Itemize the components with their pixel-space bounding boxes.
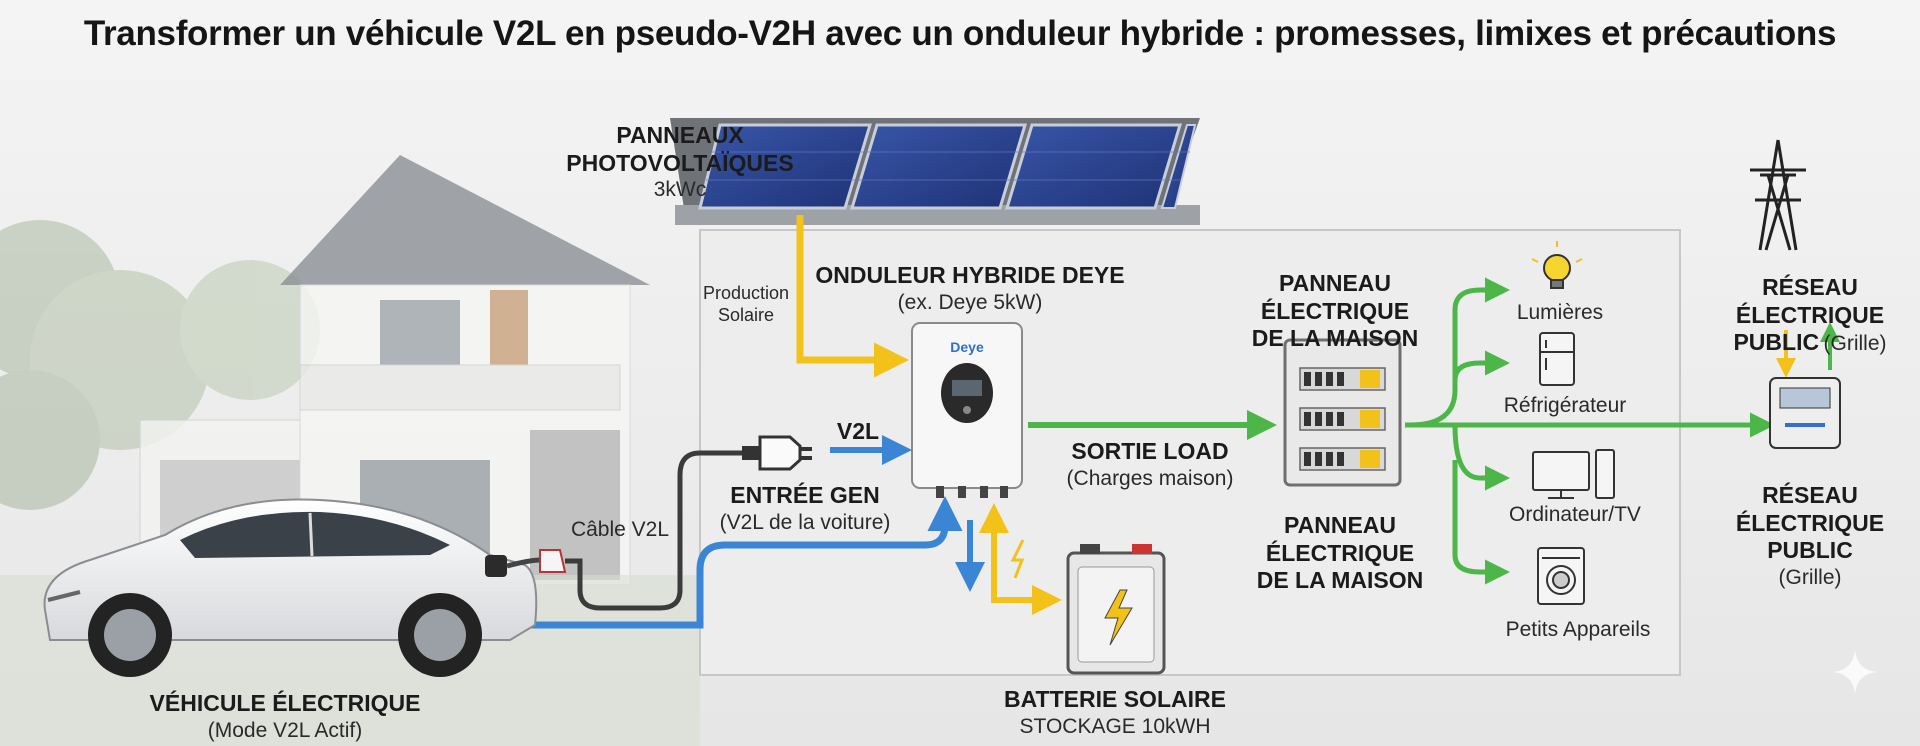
lightning-icon (1010, 539, 1025, 579)
fridge-icon (1539, 332, 1575, 386)
washing-machine-icon (1537, 547, 1585, 605)
power-pylon-icon (1750, 139, 1806, 251)
inverter-label: ONDULEUR HYBRIDE DEYE (ex. Deye 5kW) (815, 262, 1125, 314)
v2l-cable (577, 450, 742, 611)
appliance-small-label: Petits Appareils (1505, 618, 1651, 641)
inverter-brand-logo: Deye (950, 339, 984, 355)
solar-production-label: Production Solaire (702, 283, 790, 325)
house-panel-label-top: PANNEAU ÉLECTRIQUE DE LA MAISON (1251, 270, 1419, 352)
distribution-branches (1405, 277, 1775, 585)
appliance-computer-label: Ordinateur/TV (1509, 503, 1641, 526)
gen-input-label: ENTRÉE GEN (V2L de la voiture) (719, 482, 891, 534)
electric-vehicle (43, 498, 583, 677)
v2l-plug (742, 435, 812, 471)
solar-flow-arrow (796, 215, 909, 378)
load-output-label: SORTIE LOAD (Charges maison) (1066, 438, 1234, 490)
v2l-arrow-label: V2L (836, 418, 880, 444)
v2l-cable-label: Câble V2L (570, 518, 670, 541)
vehicle-label: VÉHICULE ÉLECTRIQUE (Mode V2L Actif) (149, 690, 421, 742)
solar-panel-array (698, 123, 1197, 210)
page-title: Transformer un véhicule V2L en pseudo-V2… (83, 14, 1837, 53)
grid-label-top: RÉSEAU ÉLECTRIQUE PUBLIC (Grille) (1733, 274, 1887, 356)
trees-background (0, 220, 320, 510)
solar-panels-label: PANNEAUX PHOTOVOLTAÏQUES 3kWc (566, 122, 794, 202)
house-panel-label-bottom: PANNEAU ÉLECTRIQUE DE LA MAISON (1256, 512, 1424, 594)
sparkle-icon (1833, 650, 1877, 694)
electricity-meter-icon (1769, 377, 1841, 449)
electrical-panel (1283, 338, 1402, 487)
battery-flow-arrow (991, 585, 1062, 615)
inverter-device: Deye (911, 322, 1023, 498)
computer-icon (1532, 449, 1615, 499)
appliance-lights-label: Lumières (1516, 301, 1604, 324)
appliance-fridge-label: Réfrigérateur (1503, 394, 1627, 417)
grid-label-bottom: RÉSEAU ÉLECTRIQUE PUBLIC (Grille) (1735, 482, 1885, 589)
battery-label: BATTERIE SOLAIRE STOCKAGE 10kWH (1004, 686, 1226, 738)
roof-solar (670, 118, 1200, 225)
battery-device (1066, 544, 1166, 675)
grid-flow-arrows (1776, 322, 1840, 378)
bulb-icon (1531, 241, 1583, 289)
